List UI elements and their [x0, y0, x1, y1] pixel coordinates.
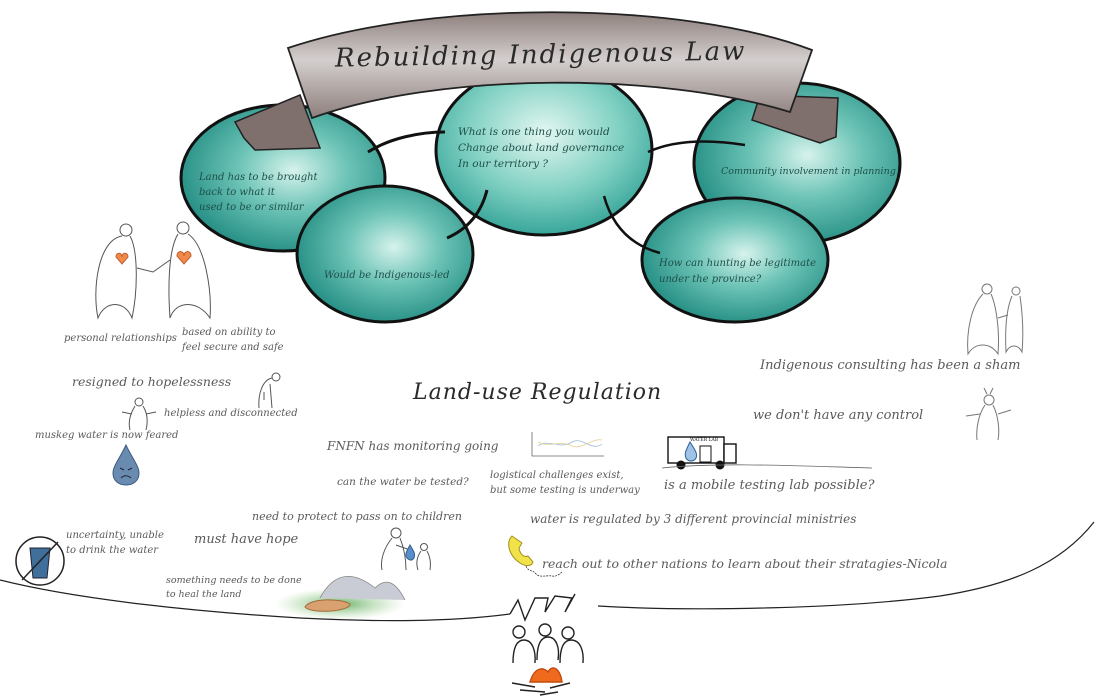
connector — [446, 189, 489, 240]
note-line: something needs to be done — [166, 575, 302, 586]
bubble-center-line: In our territory ? — [458, 158, 548, 170]
bubble-center-text: What is one thing you would Change about… — [458, 124, 624, 172]
bubble-bottom-right-text: How can hunting be legitimate under the … — [659, 256, 816, 288]
bubble-bottom-right-line: under the province? — [659, 274, 762, 285]
bubble-left-line: Land has to be brought — [199, 172, 318, 183]
note-heal-land: something needs to be done to heal the l… — [166, 574, 302, 602]
confused-figure-icon — [965, 387, 1012, 441]
note-regulated: water is regulated by 3 different provin… — [530, 512, 857, 526]
adult-child-water-icon — [381, 527, 432, 571]
bubble-left-line: back to what it — [199, 187, 275, 198]
note-logistical: logistical challenges exist, but some te… — [490, 468, 640, 498]
note-consulting-sham: Indigenous consulting has been a sham — [760, 358, 1021, 373]
note-helpless: helpless and disconnected — [164, 408, 298, 419]
note-line: uncertainty, unable — [66, 530, 164, 541]
note-line: logistical challenges exist, — [490, 470, 624, 481]
telephone-icon — [508, 535, 563, 577]
banner — [286, 11, 814, 120]
connector — [647, 140, 746, 154]
section-heading: Land-use Regulation — [413, 380, 663, 405]
bubble-center-line: Change about land governance — [458, 142, 625, 154]
note-no-control: we don't have any control — [753, 408, 924, 423]
note-muskeg: muskeg water is now feared — [35, 430, 179, 441]
banner-tail-left — [233, 94, 322, 151]
note-line: feel secure and safe — [182, 342, 284, 353]
bubble-bottom-right-line: How can hunting be legitimate — [659, 258, 817, 269]
note-mobile-lab: is a mobile testing lab possible? — [664, 478, 875, 493]
note-fnfn-monitoring: FNFN has monitoring going — [327, 439, 499, 453]
note-secure-safe: based on ability to feel secure and safe — [182, 325, 284, 355]
connector — [602, 195, 661, 255]
note-line: based on ability to — [182, 327, 276, 338]
truck-label: WATER LAB — [690, 438, 719, 443]
bubble-center-line: What is one thing you would — [458, 126, 610, 138]
connector — [367, 130, 446, 154]
monitoring-chart-icon — [531, 432, 604, 457]
bubble-left-line: used to be or similar — [199, 202, 304, 213]
bubble-left-text: Land has to be brought back to what it u… — [199, 170, 318, 215]
note-line: to heal the land — [166, 589, 242, 600]
hunched-figure-icon — [258, 372, 281, 409]
helpless-figure-icon — [121, 397, 157, 431]
bubble-bottom-right — [640, 196, 830, 324]
note-water-tested: can the water be tested? — [337, 476, 469, 488]
bubble-bottom-left-text: Would be Indigenous-led — [324, 270, 450, 281]
bubble-bottom-left — [295, 184, 475, 324]
note-line: but some testing is underway — [490, 485, 640, 496]
note-protect-children: need to protect to pass on to children — [252, 510, 462, 523]
horizon-line — [0, 521, 1095, 622]
healing-land-icon — [275, 575, 406, 620]
campfire-circle-icon — [509, 593, 584, 696]
note-reach-out: reach out to other nations to learn abou… — [542, 556, 948, 571]
note-hopelessness: resigned to hopelessness — [72, 374, 232, 389]
note-personal-relationships: personal relationships — [64, 333, 177, 344]
bubble-right-text: Community involvement in planning — [721, 166, 896, 177]
no-drinking-water-icon — [15, 536, 65, 586]
note-uncertainty: uncertainty, unable to drink the water — [66, 528, 164, 558]
sad-water-drop-icon — [112, 443, 140, 486]
mobile-water-lab-truck-icon — [661, 436, 873, 470]
couple-figures-icon — [95, 221, 211, 320]
note-line: to drink the water — [66, 545, 159, 556]
note-must-have-hope: must have hope — [194, 532, 299, 547]
handshake-figures-icon — [967, 283, 1024, 356]
